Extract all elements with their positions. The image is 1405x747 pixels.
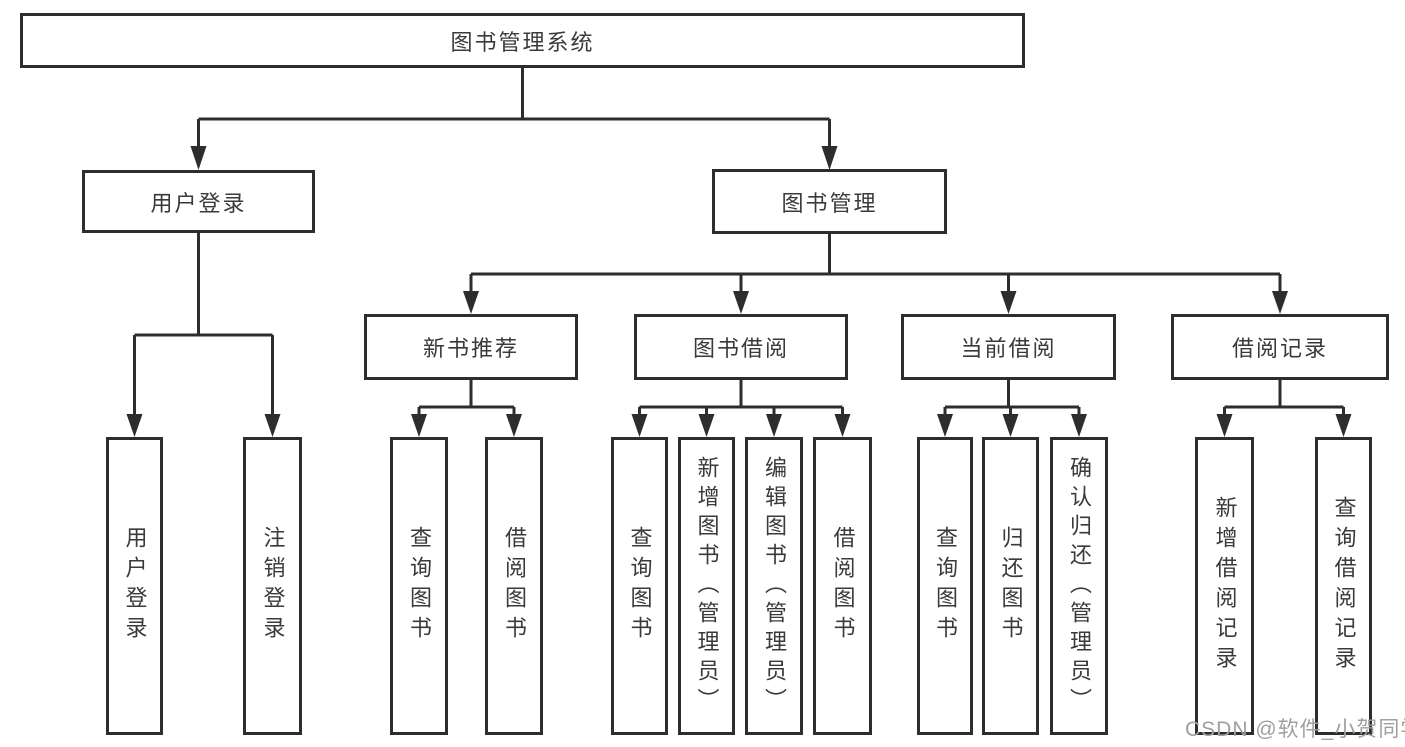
csdn-watermark: CSDN @软件_小贺同学: [1185, 718, 1405, 741]
leaf-query-book-recommend-label: 查询图书: [407, 526, 432, 646]
leaf-logout-label: 注销登录: [260, 526, 286, 646]
node-borrow-record-label: 借阅记录: [1231, 336, 1328, 361]
arrowhead-icons: [126, 146, 1352, 437]
leaf-confirm-return-admin: 确认归还（管理员）: [1050, 437, 1108, 735]
leaf-query-book-recommend: 查询图书: [390, 437, 448, 735]
connector-strokes: [133, 68, 1345, 416]
leaf-borrow-book-recommend-label: 借阅图书: [502, 526, 527, 646]
leaf-add-book-admin: 新增图书（管理员）: [678, 437, 735, 735]
node-borrow-record: 借阅记录: [1171, 314, 1389, 380]
leaf-borrow-book-recommend: 借阅图书: [485, 437, 543, 735]
node-book-borrow-label: 图书借阅: [692, 336, 789, 361]
leaf-query-borrow-record-label: 查询借阅记录: [1331, 496, 1357, 676]
leaf-query-borrow-record: 查询借阅记录: [1315, 437, 1372, 735]
node-book-borrow: 图书借阅: [634, 314, 848, 380]
leaf-add-book-admin-label: 新增图书（管理员）: [694, 455, 720, 717]
leaf-confirm-return-admin-label: 确认归还（管理员）: [1067, 455, 1092, 717]
leaf-user-login-label: 用户登录: [122, 526, 148, 646]
leaf-query-book-borrow: 查询图书: [611, 437, 668, 735]
leaf-logout: 注销登录: [243, 437, 302, 735]
node-root-system: 图书管理系统: [20, 13, 1025, 68]
leaf-add-borrow-record: 新增借阅记录: [1195, 437, 1254, 735]
leaf-add-borrow-record-label: 新增借阅记录: [1212, 496, 1238, 676]
node-new-book-recommend-label: 新书推荐: [422, 336, 519, 361]
leaf-edit-book-admin-label: 编辑图书（管理员）: [762, 455, 787, 717]
leaf-borrow-book-borrow-label: 借阅图书: [830, 526, 856, 646]
node-book-management: 图书管理: [712, 169, 947, 234]
leaf-return-book-label: 归还图书: [998, 526, 1024, 646]
node-new-book-recommend: 新书推荐: [364, 314, 578, 380]
leaf-query-book-current-label: 查询图书: [933, 526, 958, 646]
node-book-management-label: 图书管理: [781, 190, 878, 216]
node-user-login-label: 用户登录: [150, 190, 247, 216]
leaf-query-book-current: 查询图书: [917, 437, 973, 735]
node-current-borrow: 当前借阅: [901, 314, 1116, 380]
leaf-query-book-borrow-label: 查询图书: [627, 526, 653, 646]
leaf-borrow-book-borrow: 借阅图书: [813, 437, 872, 735]
leaf-edit-book-admin: 编辑图书（管理员）: [745, 437, 803, 735]
node-user-login: 用户登录: [82, 170, 315, 233]
node-root-system-label: 图书管理系统: [450, 29, 595, 55]
node-current-borrow-label: 当前借阅: [960, 336, 1057, 361]
leaf-user-login: 用户登录: [106, 437, 163, 735]
leaf-return-book: 归还图书: [982, 437, 1039, 735]
